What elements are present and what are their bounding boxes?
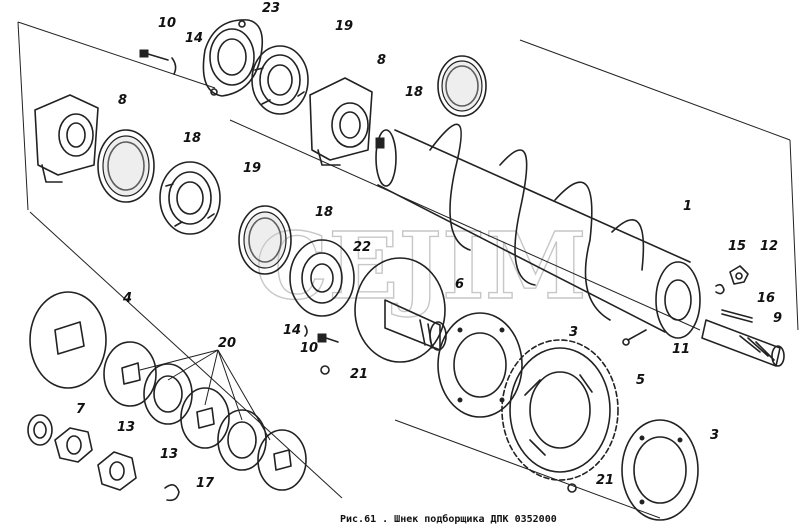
callout-c3b: 3: [710, 428, 719, 443]
seal-18-top: [437, 55, 487, 117]
projection-lines: [17, 21, 799, 519]
callout-labels: 10 23 14 19 8 18 8 18 19 1 18 22 15 12 6 4 16 9 14 10 3 20 11 2…: [76, 1, 782, 491]
callout-c7: 7: [76, 402, 86, 417]
washer-stack-20: [103, 341, 307, 491]
bolt-11: [622, 329, 647, 346]
callout-c8b: 8: [118, 93, 127, 108]
flange-housing-23: [202, 19, 264, 97]
disk-4: [29, 291, 107, 389]
callout-c13a: 13: [117, 420, 135, 435]
callout-c12: 12: [760, 239, 778, 254]
leader-lines-20: [139, 349, 271, 441]
disk-3-upper: [437, 312, 523, 418]
callout-c10b: 10: [300, 341, 318, 356]
callout-c19b: 19: [243, 161, 261, 176]
ball-21-lower: [567, 483, 577, 493]
bearing-19-left: [159, 161, 221, 235]
callout-c6: 6: [455, 277, 464, 292]
callout-c8a: 8: [377, 53, 386, 68]
nut-12: [729, 265, 749, 285]
callout-c3a: 3: [569, 325, 578, 340]
callout-c18a: 18: [405, 85, 423, 100]
ball-21-middle: [320, 365, 330, 375]
washer-7: [27, 414, 53, 446]
bearing-housing-8-right: [309, 77, 373, 166]
sprocket-5: [501, 339, 619, 481]
callout-c4: 4: [122, 291, 132, 306]
callout-c19a: 19: [335, 19, 353, 34]
callout-c17: 17: [196, 476, 215, 491]
flange-22: [289, 239, 355, 317]
callout-c13b: 13: [160, 447, 178, 462]
callout-c14a: 14: [185, 31, 203, 46]
callout-c22: 22: [353, 240, 371, 255]
callout-c14b: 14: [283, 323, 301, 338]
callout-c23: 23: [262, 1, 280, 16]
figure-caption: Рис.61 . Шнек подборщика ДПК 0352000: [340, 513, 557, 525]
bearing-housing-8-left: [34, 94, 99, 183]
disk-3-lower: [621, 419, 699, 521]
washer-14-top: [171, 57, 177, 75]
callout-c9: 9: [773, 311, 782, 326]
callout-c18c: 18: [315, 205, 333, 220]
callout-c21a: 21: [350, 367, 368, 382]
callout-c11: 11: [672, 342, 690, 357]
seal-18-left: [97, 129, 155, 203]
callout-c16: 16: [757, 291, 775, 306]
callout-c5: 5: [636, 373, 645, 388]
callout-c15: 15: [728, 239, 746, 254]
washer-15: [715, 283, 725, 295]
watermark-text: CEJIM: [255, 212, 587, 320]
shaft-end-9: [701, 319, 785, 367]
castle-nut-13-b: [97, 451, 137, 491]
auger-1: [375, 123, 701, 339]
callout-c20: 20: [218, 336, 236, 351]
callout-c10a: 10: [158, 16, 176, 31]
pin-16: [721, 309, 753, 323]
castle-nut-13-a: [54, 427, 93, 463]
seal-18-middle: [238, 205, 292, 275]
ring-17: [164, 484, 180, 502]
bearing-19-top: [251, 45, 309, 115]
callout-c21b: 21: [596, 473, 614, 488]
callout-c1: 1: [683, 199, 692, 214]
bolt-14-10-middle: [304, 325, 339, 343]
bolt-10-top: [139, 49, 169, 61]
callout-c18b: 18: [183, 131, 201, 146]
